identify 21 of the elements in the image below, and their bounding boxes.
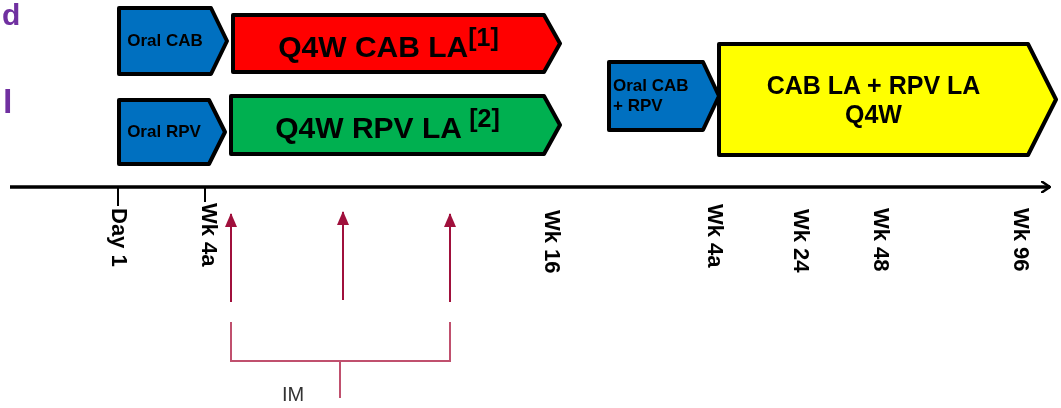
time-point-label: Wk 4a [704, 204, 726, 268]
phase-label: Oral CAB [126, 30, 204, 53]
time-point-label: Wk 48 [870, 208, 892, 272]
chevron-box [717, 42, 1058, 157]
phase-label: Oral RPV [126, 121, 202, 144]
chevron-box [117, 6, 229, 76]
fragment-text: d [2, 0, 21, 30]
phase-label: Q4W CAB LA$^{[1]}$ [277, 21, 500, 65]
phase-label: Oral CAB + RPV [612, 75, 690, 117]
chevron-box [231, 13, 562, 74]
time-point-label: Wk 4a [198, 203, 220, 267]
phase-label: CAB LA + RPV LA Q4W [765, 69, 982, 130]
fragment-text: l [3, 84, 13, 118]
time-point-label: Day 1 [108, 208, 130, 267]
time-point-label: Wk 16 [541, 210, 563, 274]
phase-label: Q4W RPV LA $^{[2]}$ [274, 103, 501, 147]
chevron-box [117, 98, 227, 166]
time-point-label: Wk 96 [1010, 208, 1032, 272]
time-point-label: Wk 24 [790, 209, 812, 273]
chevron-box [229, 94, 562, 156]
im-label: IM [282, 383, 305, 406]
